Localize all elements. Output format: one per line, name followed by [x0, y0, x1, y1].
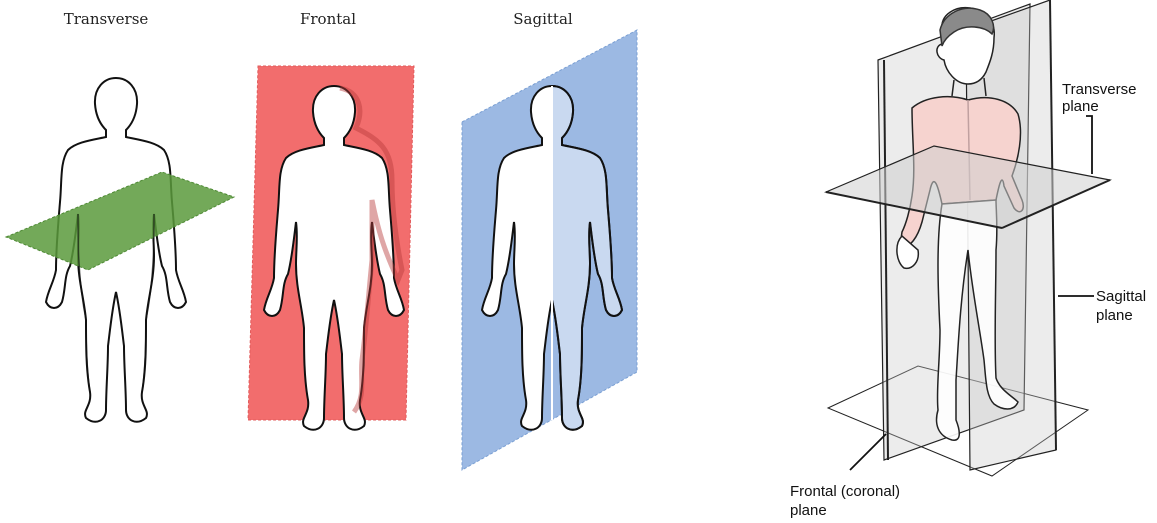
frontal-plane-label-2: plane — [790, 502, 827, 519]
frontal-plane-label: Frontal (coronal) — [790, 483, 900, 500]
sagittal-title: Sagittal — [513, 10, 573, 28]
three-planes-illustration: Transverse plane Sagittal plane Frontal … — [790, 0, 1146, 519]
frontal-illustration: Frontal — [248, 10, 414, 430]
transverse-leader-line — [1086, 116, 1092, 174]
sagittal-plane-label-2: plane — [1096, 307, 1133, 324]
transverse-illustration: Transverse — [6, 10, 234, 422]
transverse-plane-label: Transverse — [1062, 81, 1136, 98]
transverse-plane-label-2: plane — [1062, 98, 1099, 115]
sagittal-plane-label: Sagittal — [1096, 288, 1146, 305]
frontal-title: Frontal — [300, 10, 356, 28]
transverse-plane-3d — [826, 146, 1110, 228]
sagittal-illustration: Sagittal — [462, 10, 637, 470]
frontal-leader-line — [850, 434, 886, 470]
transverse-title: Transverse — [64, 10, 149, 28]
